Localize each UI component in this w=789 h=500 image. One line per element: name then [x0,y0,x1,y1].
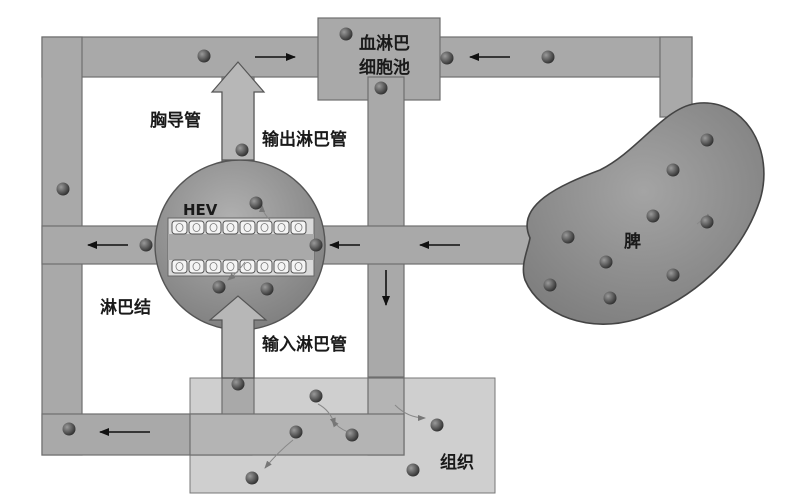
hev-endothelium [167,217,315,277]
blood-pool-label-line1: 血淋巴 [359,33,410,54]
afferent-arrow [208,295,268,379]
thoracic-duct-label: 胸导管 [150,110,201,131]
afferent-lymphatic-label: 输入淋巴管 [262,334,347,355]
migration-arrows [227,204,713,469]
lymphocytes [56,27,714,485]
flow-arrows [87,53,510,436]
lymph-node-label: 淋巴结 [100,297,151,318]
vessel-network [41,17,693,456]
spleen-label: 脾 [624,231,641,252]
efferent-lymphatic-label: 输出淋巴管 [262,129,347,150]
tissue-label: 组织 [440,452,474,473]
blood-pool-label-line2: 细胞池 [359,57,410,78]
thoracic-duct-arrow [210,61,266,161]
spleen-shape [522,102,765,325]
hev-label: HEV [183,201,218,219]
